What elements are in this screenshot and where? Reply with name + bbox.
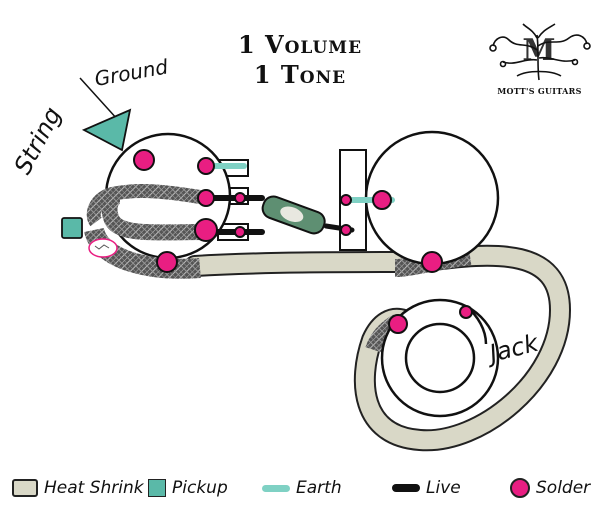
pickup-tag <box>88 238 118 258</box>
solder-tone-back <box>421 251 443 273</box>
solder-volume-back <box>156 251 178 273</box>
solder-volume-lug-2 <box>197 189 215 207</box>
diagram-title: 1 Volume 1 Tone <box>190 30 410 90</box>
title-line-volume: 1 Volume <box>237 30 363 59</box>
solder-tone-center <box>372 190 392 210</box>
jack-inner-ring <box>404 322 476 394</box>
solder-volume-lug-1 <box>197 157 215 175</box>
legend: Heat Shrink Pickup Earth Live Solder <box>0 468 600 508</box>
pickup-marker <box>61 217 83 239</box>
tree-logo-icon: M <box>489 23 591 81</box>
legend-label-pickup: Pickup <box>172 478 228 498</box>
solder-volume-lug-3-tab <box>234 226 246 238</box>
solder-jack-tip <box>459 305 473 319</box>
legend-item-pickup: Pickup <box>148 468 228 508</box>
solder-volume-top <box>133 149 155 171</box>
legend-label-live: Live <box>426 478 461 498</box>
legend-label-earth: Earth <box>296 478 342 498</box>
ground-pointer <box>81 108 132 152</box>
solder-volume-lug-2-tab <box>234 192 246 204</box>
solder-tone-lug-2 <box>340 224 352 236</box>
live-swatch <box>392 484 420 492</box>
brand-logo: M MOTT'S GUITARS <box>487 20 592 100</box>
output-jack: Jack <box>380 298 542 418</box>
legend-item-solder: Solder <box>510 468 590 508</box>
solder-swatch <box>510 478 530 498</box>
heat-shrink-cable <box>186 246 570 450</box>
legend-label-heat-shrink: Heat Shrink <box>44 478 144 498</box>
legend-item-heat-shrink: Heat Shrink <box>12 468 144 508</box>
earth-swatch <box>262 484 290 492</box>
ground-label: Ground <box>93 54 170 91</box>
string-label: String <box>9 102 67 178</box>
solder-jack-sleeve <box>388 314 408 334</box>
legend-item-live: Live <box>392 468 461 508</box>
tone-capacitor <box>261 195 326 235</box>
pickup-swatch <box>148 479 166 497</box>
solder-volume-lug-3 <box>194 218 218 242</box>
svg-text:M: M <box>522 33 555 68</box>
legend-item-earth: Earth <box>262 468 342 508</box>
brand-name: MOTT'S GUITARS <box>497 86 582 96</box>
legend-label-solder: Solder <box>536 478 591 498</box>
wiring-diagram: String Ground <box>9 54 572 452</box>
solder-tone-lug-1 <box>340 194 352 206</box>
solder-points <box>133 149 473 334</box>
heat-shrink-swatch <box>12 479 38 497</box>
pickup-braid-upper <box>86 184 208 227</box>
title-line-tone: 1 Tone <box>253 60 347 89</box>
